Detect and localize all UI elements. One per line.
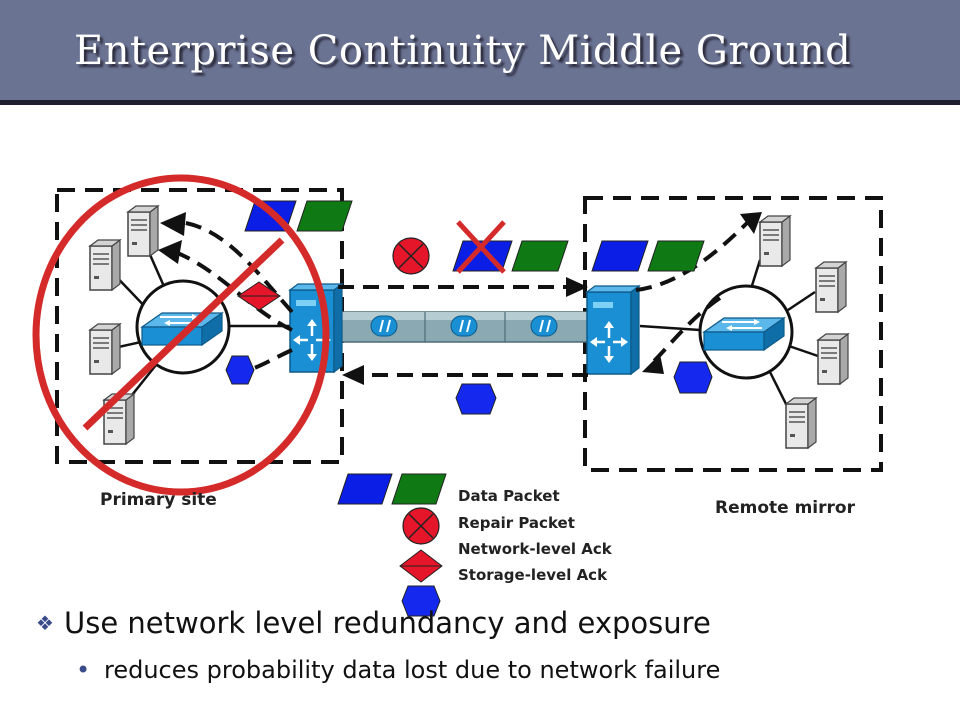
lost-packet-cross bbox=[456, 220, 506, 274]
arrowhead-icon bbox=[158, 240, 182, 264]
legend-network-ack-icon bbox=[399, 549, 443, 583]
bullet-text: reduces probability data lost due to net… bbox=[104, 656, 721, 684]
server-icon bbox=[785, 397, 817, 449]
legend-network-ack-label: Network-level Ack bbox=[458, 540, 612, 558]
remote-site-box bbox=[583, 196, 883, 472]
legend-repair-packet-label: Repair Packet bbox=[458, 514, 575, 532]
legend-data-packet-label: Data Packet bbox=[458, 487, 560, 505]
data-packet bbox=[591, 240, 705, 272]
arrowhead-icon bbox=[342, 365, 364, 385]
repair-packet bbox=[392, 237, 430, 275]
arrowhead-icon bbox=[740, 212, 762, 234]
arrowhead-icon bbox=[566, 277, 588, 297]
server-icon bbox=[815, 261, 847, 313]
remote-mirror-label: Remote mirror bbox=[715, 498, 855, 518]
wan-flow-arrows bbox=[338, 285, 588, 377]
storage-ack bbox=[673, 361, 713, 394]
legend-storage-ack-label: Storage-level Ack bbox=[458, 566, 608, 584]
failure-prohibition-icon bbox=[32, 174, 330, 496]
dot-bullet-icon: • bbox=[76, 656, 91, 684]
storage-ack bbox=[225, 355, 255, 385]
legend-repair-packet-icon bbox=[402, 507, 440, 545]
arrowhead-icon bbox=[160, 212, 186, 236]
slide-title: Enterprise Continuity Middle Ground bbox=[74, 28, 852, 74]
primary-site-label: Primary site bbox=[100, 490, 217, 510]
storage-ack bbox=[455, 383, 497, 415]
server-icon bbox=[89, 323, 121, 375]
legend-data-packet-icon bbox=[337, 473, 447, 505]
arrowhead-icon bbox=[642, 354, 664, 374]
diamond-bullet-icon: ❖ bbox=[36, 611, 54, 635]
remote-router-icon bbox=[585, 284, 641, 376]
bullet-level-2: • reduces probability data lost due to ne… bbox=[76, 656, 720, 684]
primary-router-icon bbox=[288, 282, 344, 374]
server-icon bbox=[759, 215, 791, 267]
bullet-text: Use network level redundancy and exposur… bbox=[64, 606, 711, 640]
wan-pipe bbox=[339, 311, 596, 343]
bullet-level-1: ❖ Use network level redundancy and exposu… bbox=[36, 606, 711, 640]
legend-storage-ack-icon bbox=[401, 585, 441, 617]
server-icon bbox=[127, 205, 159, 257]
server-icon bbox=[817, 333, 849, 385]
server-icon bbox=[89, 239, 121, 291]
network-ack bbox=[237, 281, 281, 311]
title-bar: Enterprise Continuity Middle Ground bbox=[0, 0, 960, 105]
